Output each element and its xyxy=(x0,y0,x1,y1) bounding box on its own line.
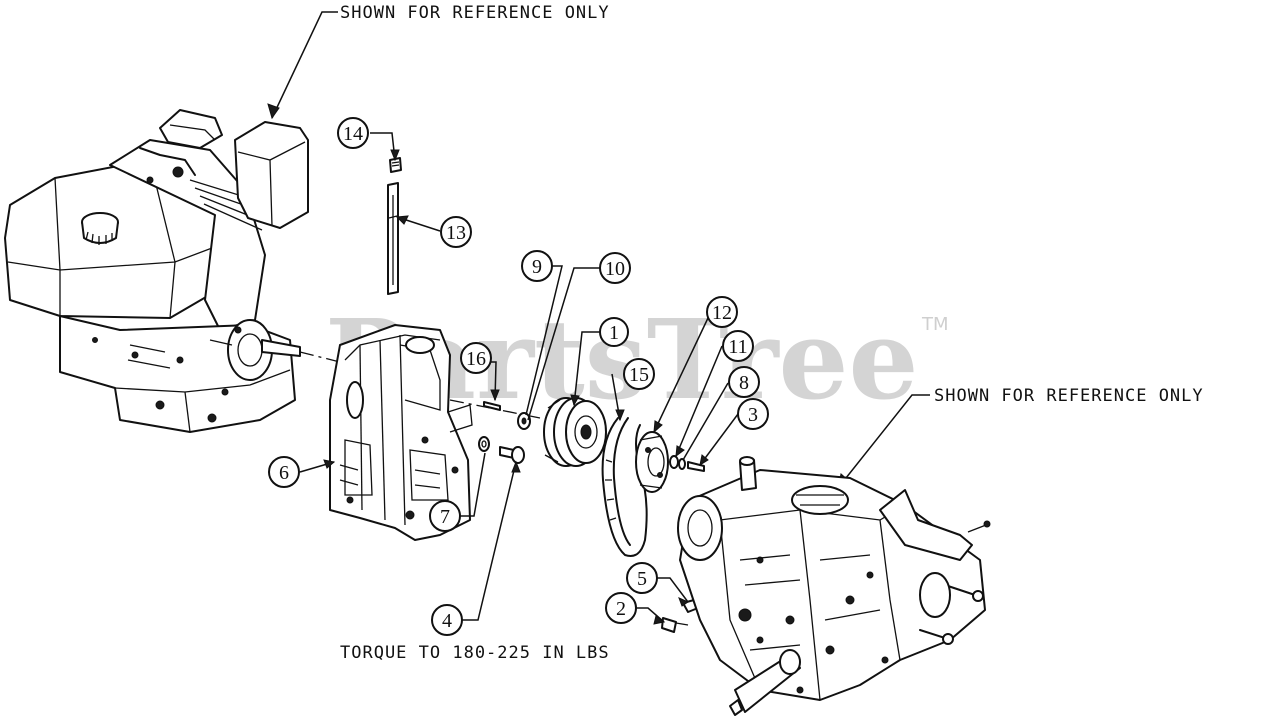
part-11-washer xyxy=(669,455,679,469)
callout-1-label: 1 xyxy=(609,322,619,344)
callout-6-label: 6 xyxy=(279,462,289,484)
callout-11[interactable]: 11 xyxy=(722,330,754,362)
transmission-reference-leader xyxy=(837,394,930,489)
part-16-key xyxy=(483,401,501,411)
callout-2-label: 2 xyxy=(616,598,626,620)
transmission-drawing xyxy=(677,456,991,716)
callout-14[interactable]: 14 xyxy=(337,117,369,149)
callout-12[interactable]: 12 xyxy=(706,296,738,328)
callout-10-label: 10 xyxy=(605,258,625,280)
callout-5[interactable]: 5 xyxy=(626,562,658,594)
callout-8-label: 8 xyxy=(739,372,749,394)
callout-arrowheads xyxy=(323,149,709,625)
torque-note: TORQUE TO 180-225 IN LBS xyxy=(340,643,610,663)
engine-reference-leader xyxy=(271,11,338,119)
part-14-screw xyxy=(389,157,402,173)
callout-7[interactable]: 7 xyxy=(429,500,461,532)
callout-10[interactable]: 10 xyxy=(599,252,631,284)
part-6-frame-housing xyxy=(329,324,473,541)
transmission-reference-note: SHOWN FOR REFERENCE ONLY xyxy=(934,386,1204,406)
part-13-key xyxy=(387,182,399,295)
callout-3[interactable]: 3 xyxy=(737,398,769,430)
callout-7-label: 7 xyxy=(440,506,450,528)
callout-9-label: 9 xyxy=(532,256,542,278)
callout-leaders xyxy=(299,132,739,623)
part-4-bolt xyxy=(499,446,525,464)
callout-11-label: 11 xyxy=(728,336,747,358)
callout-3-label: 3 xyxy=(748,404,758,426)
callout-1[interactable]: 1 xyxy=(599,317,629,347)
callout-13-label: 13 xyxy=(446,222,466,244)
callout-8[interactable]: 8 xyxy=(728,366,760,398)
callout-9[interactable]: 9 xyxy=(521,250,553,282)
part-7-washer xyxy=(478,436,490,452)
engine-drawing xyxy=(4,109,309,433)
callout-5-label: 5 xyxy=(637,568,647,590)
part-15-belt xyxy=(601,417,648,557)
part-12-sprocket xyxy=(635,431,669,493)
part-8-lockwasher xyxy=(678,458,686,470)
callout-2[interactable]: 2 xyxy=(605,592,637,624)
part-1-pulley xyxy=(543,397,607,467)
callout-4-label: 4 xyxy=(442,610,452,632)
callout-15[interactable]: 15 xyxy=(623,358,655,390)
watermark-tm: TM xyxy=(921,314,949,335)
callout-13[interactable]: 13 xyxy=(440,216,472,248)
callout-14-label: 14 xyxy=(343,123,363,145)
callout-4[interactable]: 4 xyxy=(431,604,463,636)
part-9-washer xyxy=(517,412,531,430)
part-3-bolt xyxy=(687,461,705,472)
callout-12-label: 12 xyxy=(712,302,732,324)
callout-16[interactable]: 16 xyxy=(460,342,492,374)
callout-16-label: 16 xyxy=(466,348,486,370)
callout-15-label: 15 xyxy=(629,364,649,386)
engine-reference-note: SHOWN FOR REFERENCE ONLY xyxy=(340,3,610,23)
shaft-centerline-1 xyxy=(299,351,341,363)
engine-reference-arrowhead xyxy=(267,103,280,120)
part-2-bolt xyxy=(661,617,689,633)
callout-6[interactable]: 6 xyxy=(268,456,300,488)
